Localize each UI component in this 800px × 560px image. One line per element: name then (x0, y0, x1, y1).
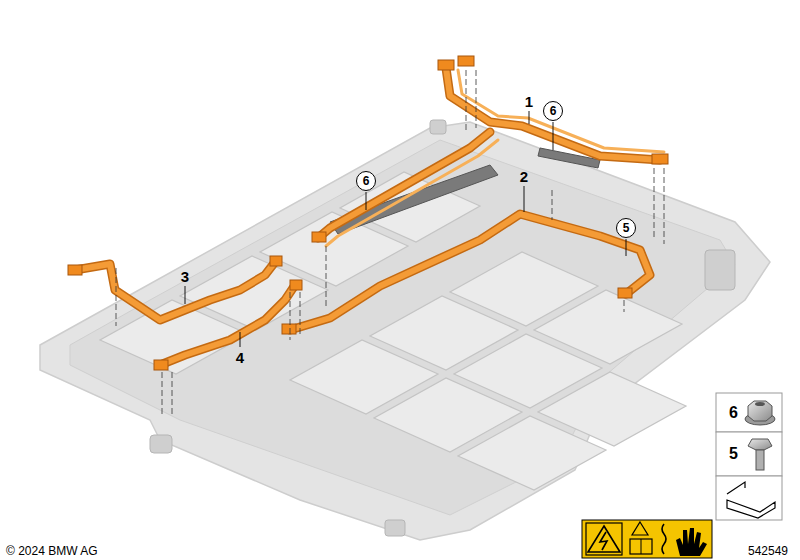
lightning-symbol (600, 532, 607, 550)
fitting (430, 120, 446, 134)
bolt-head (748, 439, 772, 450)
bolt-shaft (756, 450, 764, 470)
nut-body (748, 401, 772, 421)
copyright-note: © 2024 BMW AG (6, 545, 98, 557)
mounting-lines (116, 70, 664, 415)
callout-circle: 5 (616, 218, 636, 238)
warning-box (586, 523, 622, 555)
connector (312, 232, 326, 242)
table-cell (716, 476, 782, 520)
connector (458, 56, 474, 66)
warning-triangle-small (632, 522, 648, 535)
callout-number: 6 (363, 175, 370, 187)
connector (438, 60, 454, 70)
mounting-line (476, 70, 477, 128)
connector (154, 360, 168, 370)
leader-lines (185, 111, 626, 347)
hv-cable (458, 70, 664, 152)
cable-core (75, 68, 660, 365)
mounting-line (664, 168, 665, 244)
hand-symbol (676, 528, 707, 556)
mounting-line (466, 70, 467, 132)
connector (618, 288, 632, 298)
hv-cable (75, 262, 275, 320)
hv-warning-label (582, 520, 712, 558)
arrow-line (727, 482, 745, 494)
battery-modules (100, 172, 686, 490)
callout-number: 1 (525, 94, 533, 109)
hv-cable (75, 262, 275, 320)
leader-line (240, 332, 241, 347)
fitting (705, 250, 735, 290)
cable-outline (75, 68, 660, 365)
mounting-line (290, 292, 291, 340)
hv-cable (318, 132, 490, 238)
connector (282, 324, 296, 334)
callout-number: 4 (236, 350, 244, 365)
hv-cables (75, 68, 664, 365)
connector (290, 280, 302, 290)
parts-table (716, 393, 782, 520)
mounting-line (116, 268, 117, 326)
mounting-line (300, 292, 301, 336)
warning-ground (582, 520, 712, 558)
part-table-cell: 5 (716, 432, 782, 476)
heat-wave (662, 524, 666, 554)
image-number: 542549 (748, 545, 788, 557)
callout-number: 3 (181, 269, 189, 284)
tray-platform (70, 140, 735, 515)
leader-line (553, 122, 554, 150)
fitting (150, 435, 172, 453)
connector (68, 265, 82, 275)
battery-module (538, 372, 686, 446)
tray-fittings (150, 120, 735, 536)
callout-number: 2 (520, 169, 528, 184)
manual-book (630, 539, 652, 554)
leader-line (185, 286, 186, 304)
warning-triangle (588, 526, 620, 552)
battery-tray (40, 122, 770, 540)
mounting-line (654, 168, 655, 240)
part-table-cell: 6 (716, 393, 782, 432)
direction-arrow-icon (727, 482, 775, 518)
leader-line (524, 186, 525, 212)
callout-circle: 6 (543, 101, 563, 121)
battery-module (534, 290, 682, 364)
callout-number: 5 (729, 446, 738, 462)
table-cell (716, 393, 782, 432)
mounting-line (172, 372, 173, 415)
table-cell (716, 432, 782, 476)
mounting-line (326, 246, 327, 306)
connector (652, 154, 668, 164)
arrow-shape (727, 500, 775, 518)
manual-spine (641, 539, 642, 554)
fitting (385, 520, 405, 536)
cable-core-thin (326, 70, 664, 246)
callout-number: 6 (729, 405, 738, 421)
hv-cable (326, 140, 498, 246)
mounting-line (624, 300, 625, 312)
hv-cable (160, 285, 295, 365)
nut-icon (745, 401, 775, 425)
mounting-line (162, 372, 163, 415)
leader-line (366, 192, 367, 210)
hv-cable (446, 68, 660, 160)
callout-number: 5 (623, 222, 630, 234)
cable-connectors (68, 56, 668, 370)
hv-cable (318, 132, 490, 238)
connector (270, 256, 282, 266)
callout-circle: 6 (356, 171, 376, 191)
mounting-line (552, 190, 553, 220)
leader-line (626, 239, 627, 256)
nut-hole (755, 402, 765, 406)
leader-line (529, 111, 530, 124)
callout-number: 6 (550, 105, 557, 117)
bolt-icon (748, 439, 772, 470)
